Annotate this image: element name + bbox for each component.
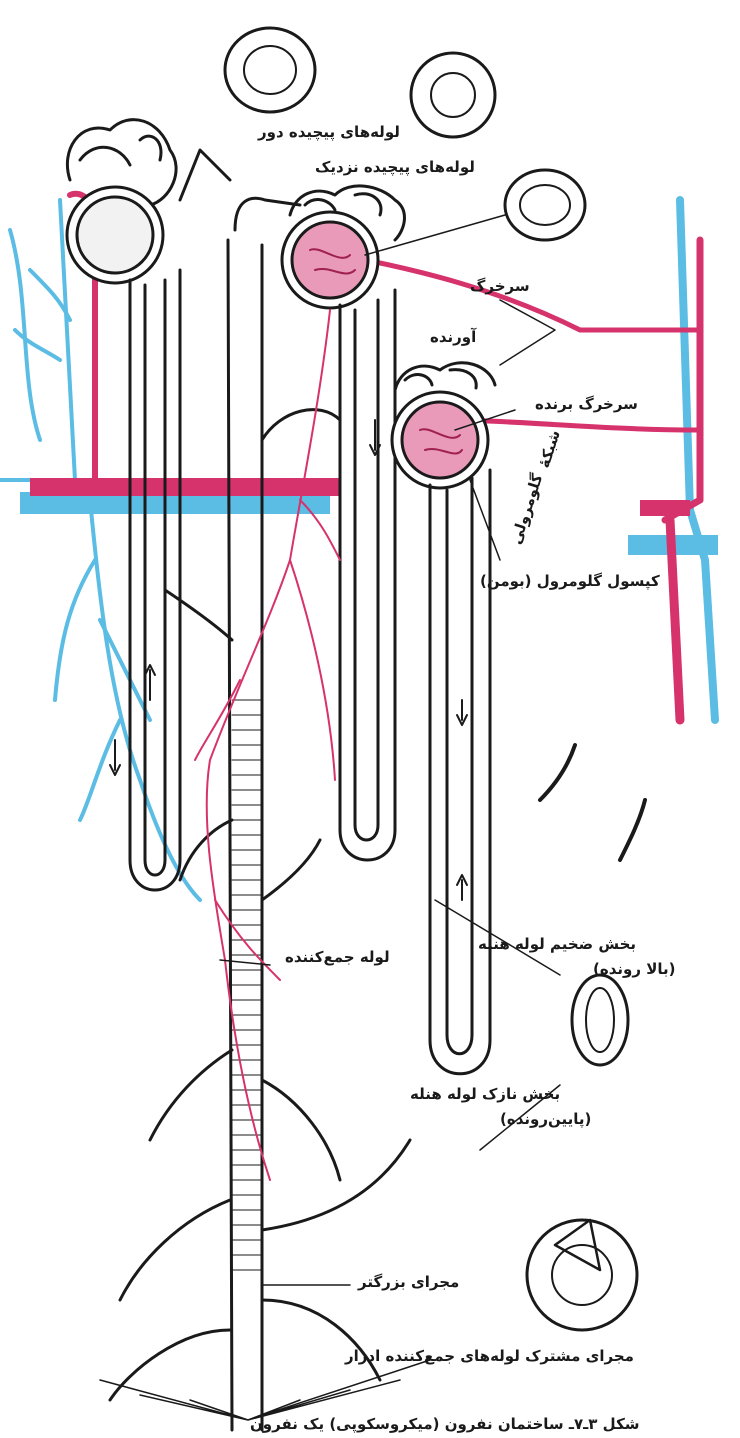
venous-network-left — [0, 200, 200, 900]
artery-bar-left — [30, 478, 340, 496]
figure-caption: شکل ۳ـ۷ـ ساختمان نفرون (میکروسکوپی) یک ن… — [250, 1415, 640, 1433]
label-thin-loop-2: (پایین‌رونده) — [500, 1110, 591, 1128]
nephron-middle — [282, 186, 404, 860]
label-larger-duct: مجرای بزرگتر — [358, 1273, 459, 1291]
label-thin-loop-1: بخش نازک لوله هنله — [410, 1085, 560, 1103]
cross-sections — [225, 28, 645, 1330]
papilla-fan — [100, 1360, 430, 1420]
label-afferent-1: سرخرگ — [470, 277, 530, 295]
label-collecting-tube: لوله جمع‌کننده — [285, 948, 390, 966]
label-common-duct: مجرای مشترک لوله‌های جمع‌کننده ادرار — [345, 1347, 634, 1365]
artery-right-bar — [640, 500, 690, 516]
label-capsule: کپسول گلومرول (بومن) — [480, 572, 660, 590]
duct-hatching — [232, 700, 262, 1270]
collecting-duct — [110, 198, 410, 1430]
label-efferent: سرخرگ برنده — [535, 395, 638, 413]
label-distal-tubules: لوله‌های پیچیده دور — [258, 123, 400, 141]
nephron-right — [392, 363, 495, 1074]
label-thick-loop-1: بخش ضخیم لوله هنله — [478, 935, 636, 953]
label-afferent-2: آورنده — [430, 328, 476, 346]
label-thick-loop-2: (بالا رونده) — [593, 960, 675, 978]
label-proximal-tubules: لوله‌های پیچیده نزدیک — [315, 158, 475, 176]
capillary-network — [195, 310, 340, 1180]
